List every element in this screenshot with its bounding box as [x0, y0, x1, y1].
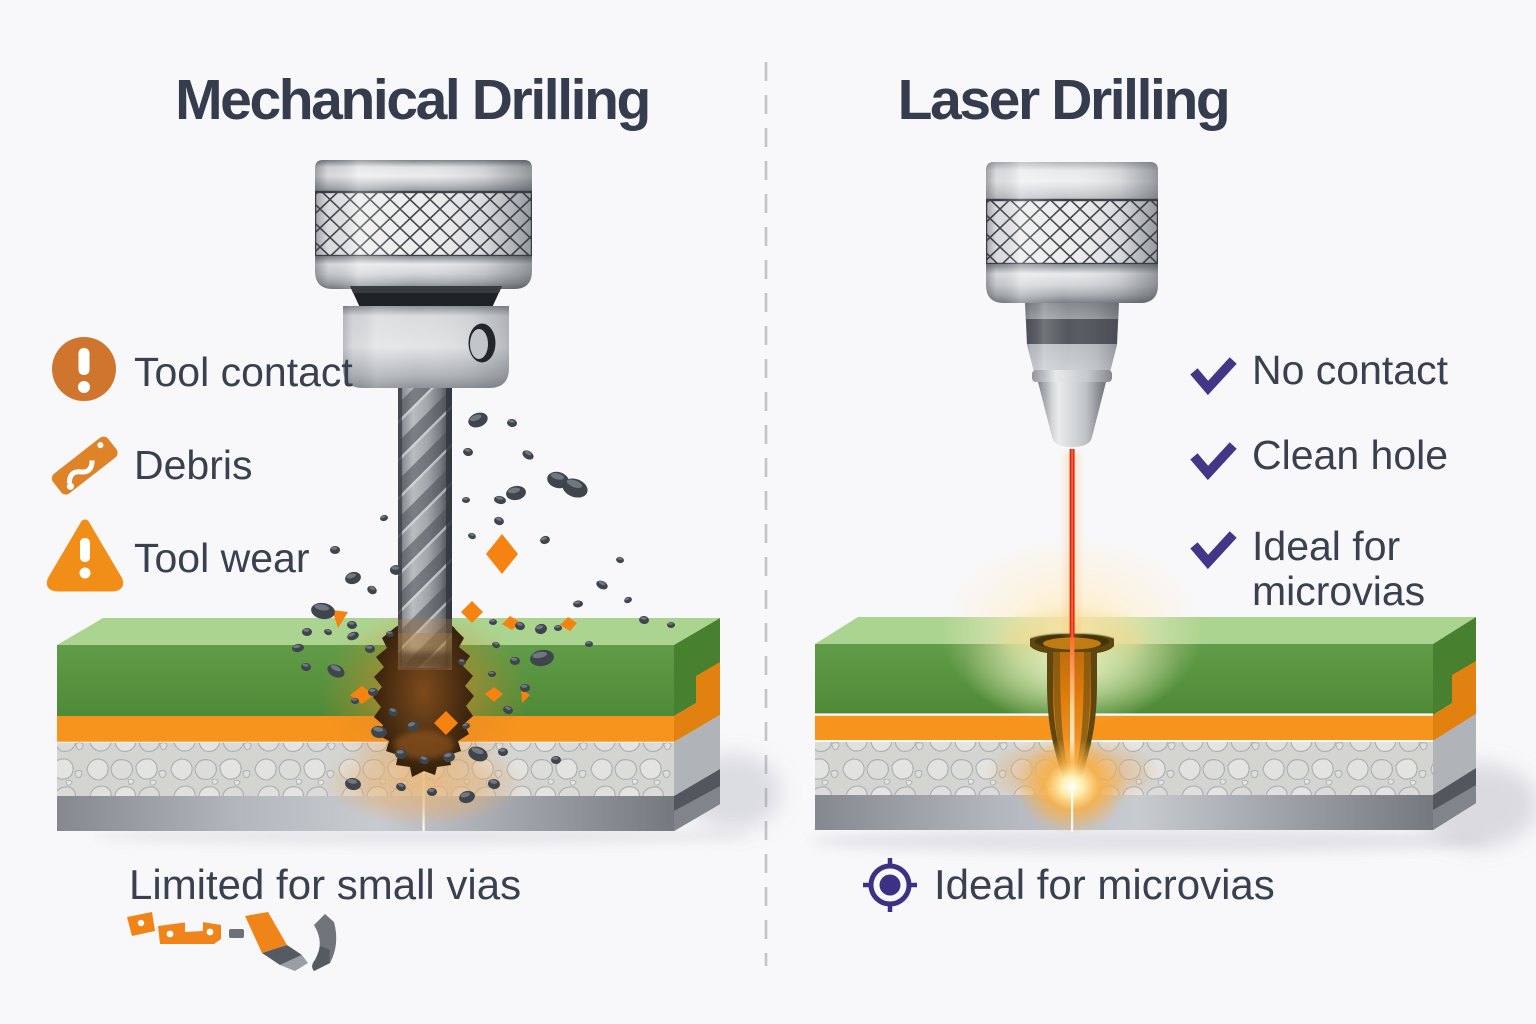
svg-text:Ideal for microvias: Ideal for microvias: [934, 861, 1275, 908]
svg-text:No contact: No contact: [1252, 347, 1449, 393]
svg-text:Debris: Debris: [134, 442, 252, 488]
svg-text:Limited for small vias: Limited for small vias: [129, 861, 521, 908]
svg-text:Clean hole: Clean hole: [1252, 432, 1448, 478]
svg-text:Tool contact: Tool contact: [134, 349, 353, 395]
svg-text:Tool wear: Tool wear: [134, 535, 309, 581]
svg-text:Laser Drilling: Laser Drilling: [898, 68, 1229, 132]
svg-text:microvias: microvias: [1252, 568, 1425, 614]
svg-text:Ideal for: Ideal for: [1252, 523, 1400, 569]
svg-text:Mechanical Drilling: Mechanical Drilling: [175, 68, 649, 132]
